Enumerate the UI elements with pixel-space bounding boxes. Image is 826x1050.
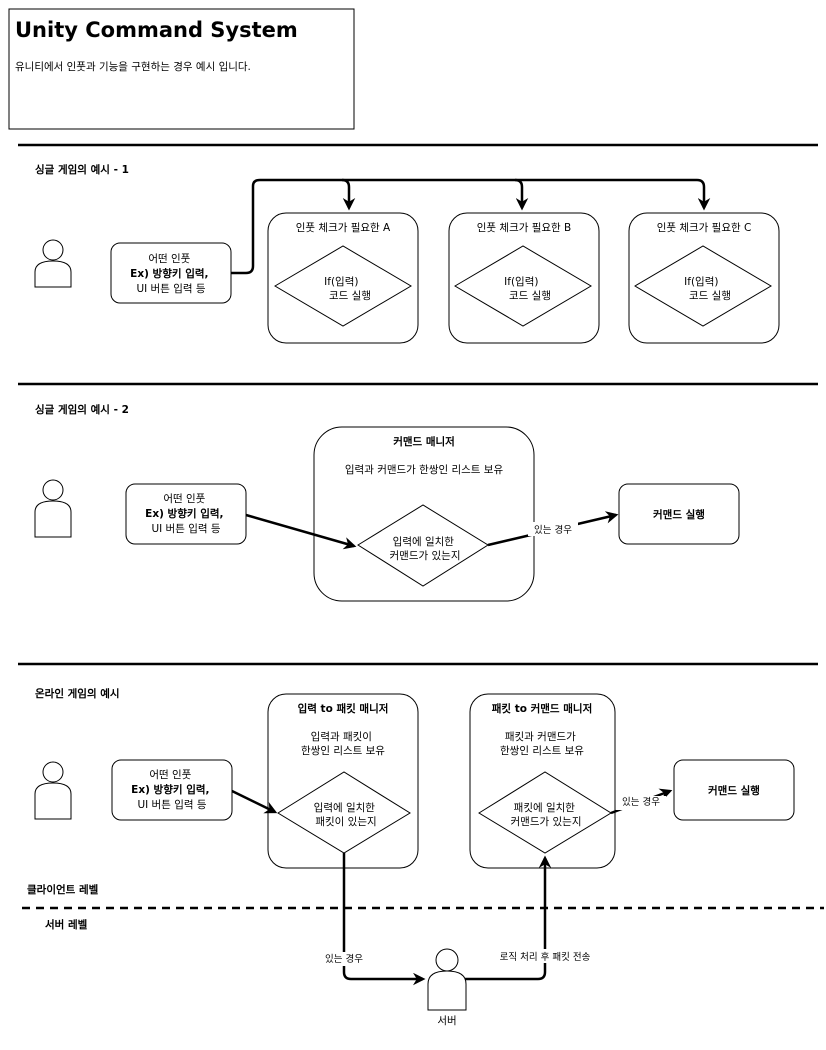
svg-text:어떤 인풋 Ex) 방향키 입력,: 어떤 인풋 Ex) 방향키 입력, UI 버튼 입력 등 [145,493,227,535]
arrow-input-to-manager1 [231,789,278,814]
manager2-desc2: 한쌍인 리스트 보유 [500,745,584,757]
input-box-2: 어떤 인풋 Ex) 방향키 입력, UI 버튼 입력 등 [125,483,247,545]
svg-text:입력에 일치한 패킷이 있는지: 입력에 일치한 패킷이 있는지 [314,801,379,828]
input-box-1: 어떤 인풋 Ex) 방향키 입력, UI 버튼 입력 등 [110,242,232,304]
section3-edge-label-result: 있는 경우 [622,796,660,808]
header-box: Unity Command System 유니티에서 인풋과 기능을 구현하는 … [8,8,355,130]
arrow-input-to-B [342,178,529,211]
section2-edge-label: 있는 경우 [534,524,572,536]
handler-c-cond2: 코드 실행 [689,290,731,302]
handler-a-cond2: 코드 실행 [329,290,371,302]
decision2-line1: 입력에 일치한 [393,535,455,548]
handler-c-cond1: If(입력) [684,275,718,288]
handler-b-title: 인풋 체크가 필요한 B [477,222,572,234]
user-icon-2 [34,479,72,538]
svg-text:패킷과 커맨드가 한쌍인 리스트 보유: 패킷과 커맨드가 한쌍인 리스트 보유 [500,731,584,757]
handler-b-cond1: If(입력) [504,275,538,288]
input3-line2: Ex) 방향키 입력, [131,783,209,796]
manager1-desc2: 한쌍인 리스트 보유 [301,745,385,757]
decision3b-line1: 패킷에 일치한 [514,801,576,814]
arrow-server-to-manager2 [465,855,552,981]
decision3a-line2: 패킷이 있는지 [315,816,376,828]
section1-label: 싱글 게임의 예시 - 1 [35,163,129,176]
command-manager-title: 커맨드 매니저 [393,435,455,448]
section1-connectors [231,178,711,275]
command-manager-box: 커맨드 매니저 입력과 커맨드가 한쌍인 리스트 보유 입력에 일치한 커맨드가… [313,426,535,602]
command-exec-box-3: 커맨드 실행 [673,759,795,821]
command-exec-3-label: 커맨드 실행 [708,784,760,797]
page-title: Unity Command System [15,18,298,42]
decision2-line2: 커맨드가 있는지 [390,550,461,562]
client-level-label: 클라이언트 레벨 [27,883,99,896]
handler-box-b: 인풋 체크가 필요한 B If(입력) 코드 실행 [448,212,600,344]
decision3a-line1: 입력에 일치한 [314,801,376,814]
manager1-title: 입력 to 패킷 매니저 [298,702,389,715]
handler-b-cond2: 코드 실행 [509,290,551,302]
input3-line1: 어떤 인풋 [149,769,191,781]
manager2-desc1: 패킷과 커맨드가 [505,731,576,743]
page-subtitle: 유니티에서 인풋과 기능을 구현하는 경우 예시 입니다. [15,60,251,73]
input2-line2: Ex) 방향키 입력, [145,507,223,520]
arrow-input-to-C [515,178,711,211]
handler-a-title: 인풋 체크가 필요한 A [296,222,391,234]
input1-line3: UI 버튼 입력 등 [136,282,205,295]
svg-text:패킷에 일치한 커맨드가 있는지: 패킷에 일치한 커맨드가 있는지 [511,801,582,828]
command-exec-box-2: 커맨드 실행 [618,483,740,545]
arrow-input-to-A [231,178,356,275]
server-icon [427,948,467,1011]
decision3b-line2: 커맨드가 있는지 [511,816,582,828]
svg-text:입력과 패킷이 한쌍인 리스트 보유: 입력과 패킷이 한쌍인 리스트 보유 [301,730,385,757]
svg-text:어떤 인풋 Ex) 방향키 입력,: 어떤 인풋 Ex) 방향키 입력, UI 버튼 입력 등 [130,253,212,295]
section3-edge-label-down: 있는 경우 [325,953,363,965]
server-level-label: 서버 레벨 [45,918,88,931]
input3-line3: UI 버튼 입력 등 [137,798,206,811]
svg-text:입력에 일치한 커맨드가 있는지: 입력에 일치한 커맨드가 있는지 [390,535,461,562]
input-box-3: 어떤 인풋 Ex) 방향키 입력, UI 버튼 입력 등 [111,759,233,821]
packet-to-command-manager-box: 패킷 to 커맨드 매니저 패킷과 커맨드가 한쌍인 리스트 보유 패킷에 일치… [469,693,616,869]
input1-line2: Ex) 방향키 입력, [130,267,208,280]
arrow-manager1-to-server [342,853,426,986]
handler-box-a: 인풋 체크가 필요한 A If(입력) 코드 실행 [267,212,419,344]
manager1-desc1: 입력과 패킷이 [311,730,372,743]
section3-edge-label-up: 로직 처리 후 패킷 전송 [500,951,591,963]
section3-label: 온라인 게임의 예시 [35,687,120,700]
manager2-title: 패킷 to 커맨드 매니저 [492,702,592,715]
command-manager-desc: 입력과 커맨드가 한쌍인 리스트 보유 [345,463,504,476]
input2-line3: UI 버튼 입력 등 [151,522,220,535]
input1-line1: 어떤 인풋 [148,253,190,265]
input2-line1: 어떤 인풋 [163,493,205,505]
server-label: 서버 [437,1015,456,1027]
handler-c-title: 인풋 체크가 필요한 C [657,222,752,234]
svg-text:If(입력) 코드 실행: If(입력) 코드 실행 [504,275,551,302]
section2-label: 싱글 게임의 예시 - 2 [35,403,129,416]
user-icon-3 [34,761,72,820]
handler-a-cond1: If(입력) [324,275,358,288]
arrow-input-to-manager [245,513,357,550]
svg-text:If(입력) 코드 실행: If(입력) 코드 실행 [324,275,371,302]
svg-text:If(입력) 코드 실행: If(입력) 코드 실행 [684,275,731,302]
svg-text:어떤 인풋 Ex) 방향키 입력,: 어떤 인풋 Ex) 방향키 입력, UI 버튼 입력 등 [131,769,213,811]
handler-box-c: 인풋 체크가 필요한 C If(입력) 코드 실행 [628,212,780,344]
input-to-packet-manager-box: 입력 to 패킷 매니저 입력과 패킷이 한쌍인 리스트 보유 입력에 일치한 … [267,693,419,869]
command-exec-2-label: 커맨드 실행 [653,508,705,521]
user-icon-1 [34,239,72,288]
